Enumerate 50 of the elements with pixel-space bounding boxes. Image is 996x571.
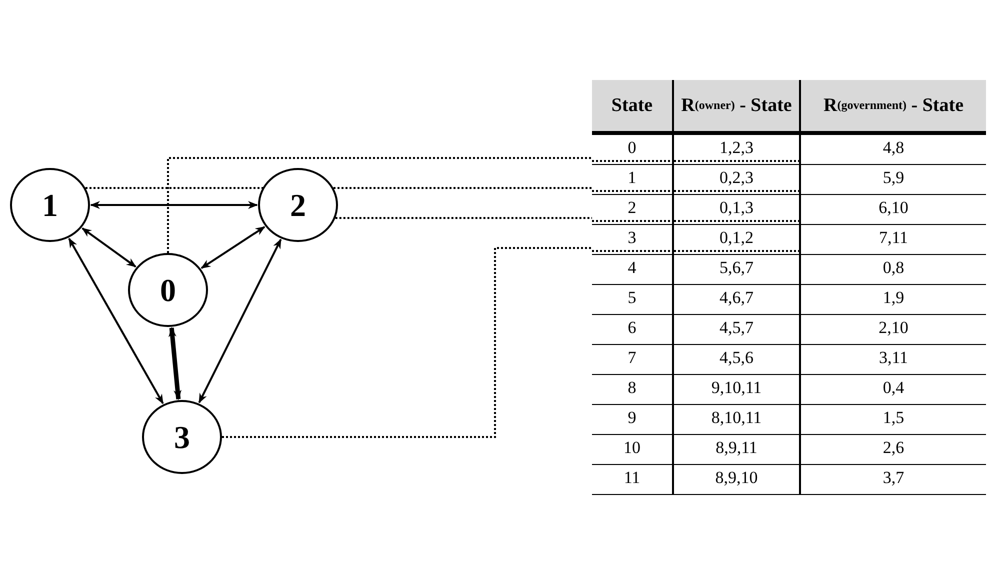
arrow bbox=[198, 238, 282, 404]
leader-line bbox=[222, 247, 592, 438]
state-number: 2 bbox=[290, 186, 306, 224]
table-cell: 1,5 bbox=[800, 404, 986, 434]
table-cell: 7,11 bbox=[800, 224, 986, 254]
table-cell: 4,5,6 bbox=[673, 344, 800, 374]
table-cell: 7 bbox=[592, 344, 673, 374]
table-cell: 10 bbox=[592, 434, 673, 464]
arrow bbox=[168, 326, 182, 400]
table-cell: 6,10 bbox=[800, 194, 986, 224]
table-cell: 1 bbox=[592, 164, 673, 194]
table-cell: 9,10,11 bbox=[673, 374, 800, 404]
table-cell: 4,6,7 bbox=[673, 284, 800, 314]
table-cell: 0,8 bbox=[800, 254, 986, 284]
arrow bbox=[82, 227, 136, 268]
table-cell: 1,9 bbox=[800, 284, 986, 314]
table-cell: 6 bbox=[592, 314, 673, 344]
table-cell: 0,1,2 bbox=[673, 224, 800, 254]
header-cell: State bbox=[592, 80, 673, 133]
table-cell: 0,4 bbox=[800, 374, 986, 404]
state-number: 3 bbox=[174, 418, 190, 456]
leader-line bbox=[167, 157, 592, 253]
arrow bbox=[200, 226, 266, 269]
table-cell: 0 bbox=[592, 133, 673, 164]
table-cell: 1,2,3 bbox=[673, 133, 800, 164]
table-cell: 0,2,3 bbox=[673, 164, 800, 194]
arrow bbox=[68, 238, 164, 404]
table-cell: 8,9,10 bbox=[673, 464, 800, 494]
arrow bbox=[90, 201, 258, 209]
state-number: 0 bbox=[160, 272, 176, 308]
table-cell: 2,6 bbox=[800, 434, 986, 464]
table-cell: 2,10 bbox=[800, 314, 986, 344]
table-cell: 8,10,11 bbox=[673, 404, 800, 434]
table-cell: 5,6,7 bbox=[673, 254, 800, 284]
table-cell: 5,9 bbox=[800, 164, 986, 194]
state-number: 1 bbox=[42, 186, 58, 224]
table-cell: 8 bbox=[592, 374, 673, 404]
table-cell: 3 bbox=[592, 224, 673, 254]
table-cell: 0,1,3 bbox=[673, 194, 800, 224]
table-cell: 5 bbox=[592, 284, 673, 314]
table-cell: 4,5,7 bbox=[673, 314, 800, 344]
table-cell: 8,9,11 bbox=[673, 434, 800, 464]
table-cell: 9 bbox=[592, 404, 673, 434]
table-cell: 4 bbox=[592, 254, 673, 284]
table-cell: 11 bbox=[592, 464, 673, 494]
table-cell: 3,7 bbox=[800, 464, 986, 494]
table-cell: 4,8 bbox=[800, 133, 986, 164]
leader-line bbox=[335, 217, 592, 219]
table-cell: 2 bbox=[592, 194, 673, 224]
table-cell: 3,11 bbox=[800, 344, 986, 374]
